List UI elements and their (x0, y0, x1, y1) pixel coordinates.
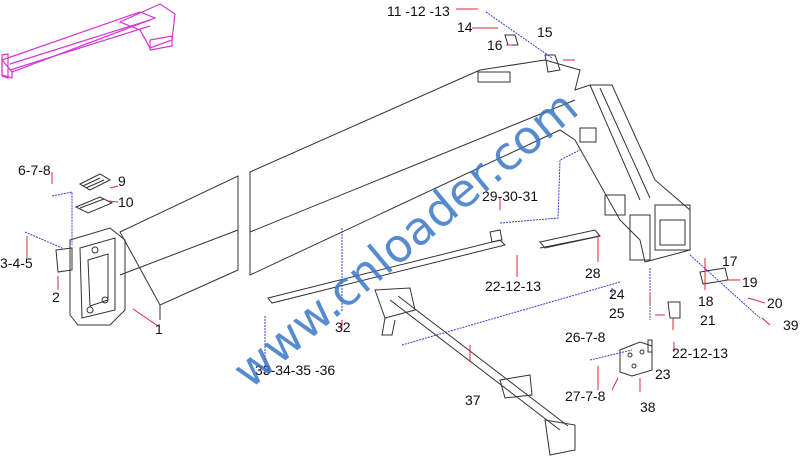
callout-25: 25 (609, 305, 625, 321)
callout-6-7-8: 6-7-8 (18, 162, 51, 178)
callout-19: 19 (742, 274, 758, 290)
callout-16: 16 (487, 37, 503, 53)
callout-14: 14 (457, 19, 473, 35)
callout-lines (26, 8, 771, 392)
callout-32: 32 (335, 319, 351, 335)
callout-38: 38 (640, 399, 656, 415)
leader-lines (24, 11, 761, 375)
callout-24: 24 (609, 286, 625, 302)
watermark: www.cnloader.com (222, 79, 588, 398)
callout-11-12-13: 11 -12 -13 (387, 3, 450, 19)
slide-pads (74, 173, 114, 214)
callout-23: 23 (655, 366, 671, 382)
callout-10: 10 (118, 194, 134, 210)
callout-15: 15 (537, 24, 553, 40)
callout-33-34-35-36: 33-34-35 -36 (255, 362, 335, 378)
bracket-assembly (504, 34, 729, 377)
callout-26-7-8: 26-7-8 (565, 329, 606, 345)
callout-28: 28 (585, 265, 601, 281)
callout-17: 17 (722, 253, 738, 269)
callout-37: 37 (465, 392, 481, 408)
support-rails (267, 229, 601, 304)
callout-39: 39 (783, 317, 799, 333)
callout-27-7-8: 27-7-8 (565, 388, 606, 404)
callout-29-30-31: 29-30-31 (482, 188, 538, 204)
callout-18: 18 (698, 293, 714, 309)
callout-22-12-13-a: 22-12-13 (485, 278, 541, 294)
end-cap-assembly (55, 227, 126, 326)
callout-1: 1 (155, 321, 163, 337)
callout-21: 21 (700, 312, 716, 328)
callout-3-4-5: 3-4-5 (0, 255, 33, 271)
overview-thumbnail (0, 3, 176, 79)
hydraulic-rod (374, 287, 576, 456)
callout-22-12-13-b: 22-12-13 (672, 345, 728, 361)
callout-20: 20 (767, 295, 783, 311)
callout-2: 2 (52, 289, 60, 305)
callout-labels: 1 2 3-4-5 6-7-8 9 10 11 -12 -13 14 15 16… (0, 3, 799, 415)
callout-9: 9 (118, 173, 126, 189)
boom-body (119, 54, 691, 320)
